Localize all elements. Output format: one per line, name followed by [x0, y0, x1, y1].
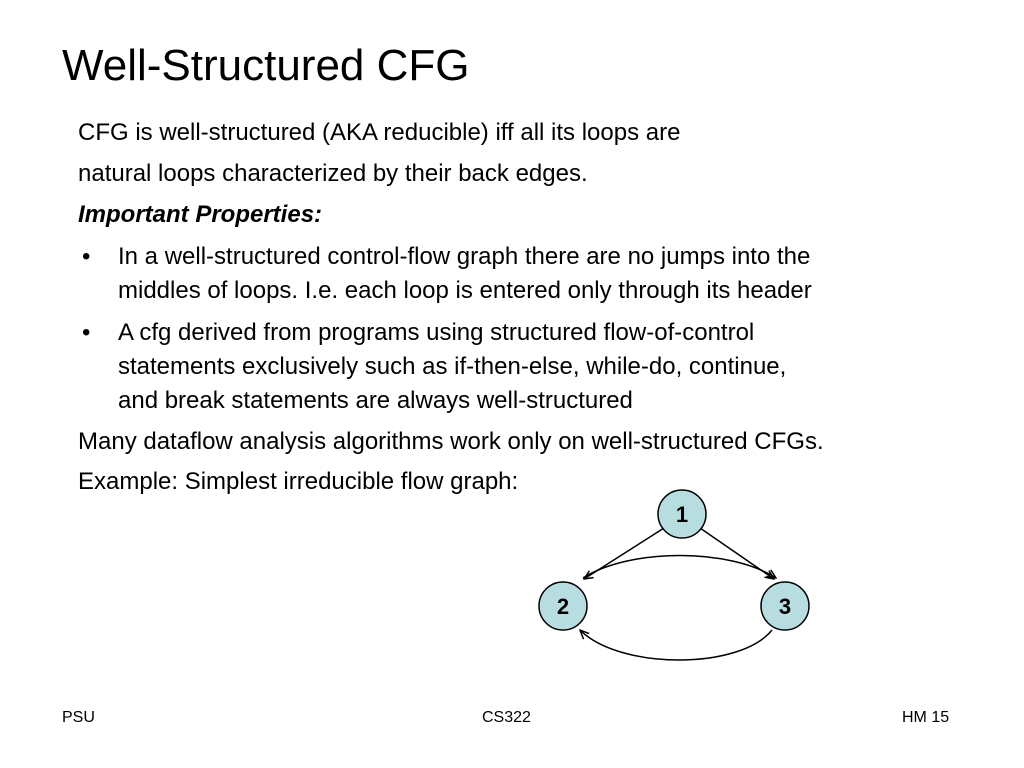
node-circle: [657, 489, 707, 539]
node-circle: [760, 581, 810, 631]
edge-2-to-3: [582, 554, 776, 579]
footer-right: HM 15: [902, 709, 950, 726]
bullet-marker: •: [82, 243, 91, 270]
bullet-1-line-2: middles of loops. I.e. each loop is ente…: [118, 277, 812, 304]
example-line: Example: Simplest irreducible flow graph…: [78, 468, 519, 495]
graph-node-1: 1: [657, 489, 707, 539]
footer-center: CS322: [482, 709, 531, 726]
properties-heading: Important Properties:: [78, 201, 323, 228]
slide-title: Well-Structured CFG: [62, 41, 470, 90]
node-label: 1: [676, 502, 688, 527]
footer-left: PSU: [62, 709, 95, 726]
node-label: 2: [557, 594, 569, 619]
bullet-2-line-1: A cfg derived from programs using struct…: [118, 319, 755, 346]
node-label: 3: [779, 594, 791, 619]
bullet-2-line-2: statements exclusively such as if-then-e…: [118, 353, 787, 380]
bullet-1-line-1: In a well-structured control-flow graph …: [118, 243, 811, 270]
graph-node-3: 3: [760, 581, 810, 631]
dataflow-line: Many dataflow analysis algorithms work o…: [78, 428, 824, 455]
bullet-marker: •: [82, 319, 91, 346]
graph-node-2: 2: [538, 581, 588, 631]
bullet-2-line-3: and break statements are always well-str…: [118, 387, 633, 414]
edge-3-to-2: [580, 630, 773, 661]
intro-line-1: CFG is well-structured (AKA reducible) i…: [78, 119, 681, 146]
intro-line-2: natural loops characterized by their bac…: [78, 160, 588, 187]
node-circle: [538, 581, 588, 631]
